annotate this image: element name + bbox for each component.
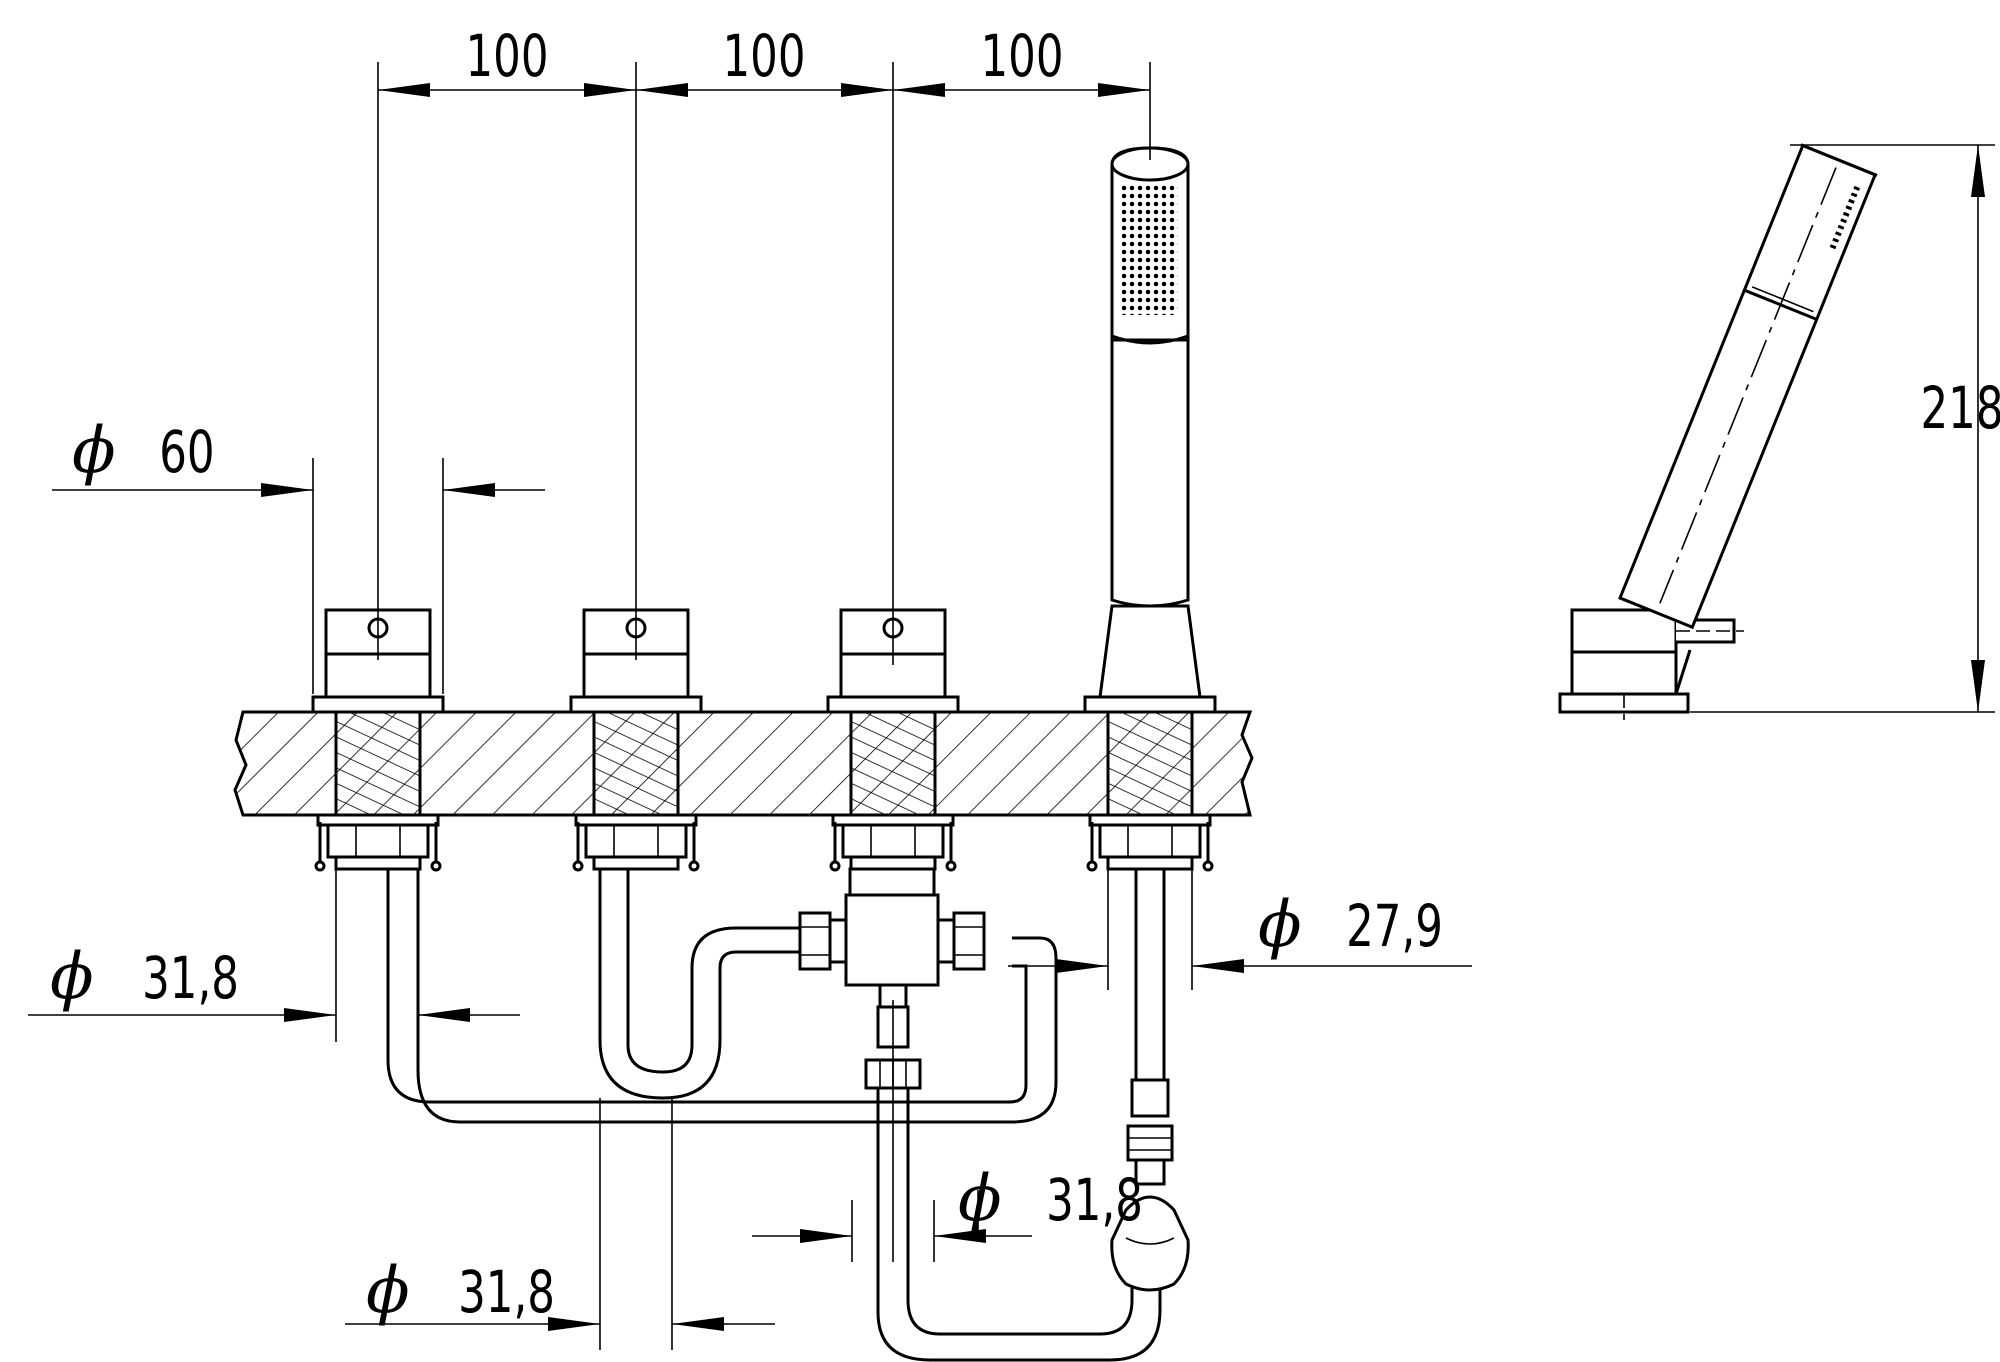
dim-label-spacing-2: 100 <box>722 23 805 91</box>
side-view <box>1558 143 1878 720</box>
diameter-symbol: ϕ <box>958 1162 1002 1236</box>
dimension-rosette-diameter: ϕ 60 <box>52 414 545 694</box>
deck-unit-4-shower-holder <box>1083 604 1217 872</box>
diameter-symbol: ϕ <box>1258 888 1302 962</box>
hand-shower-front <box>1110 146 1190 608</box>
dimension-side-height: 218 <box>1690 144 2000 713</box>
dimension-left-hose-diameter: ϕ 31,8 <box>28 869 520 1042</box>
diameter-symbol: ϕ <box>366 1254 410 1328</box>
dimension-bottom-hose-diameter: ϕ 31,8 <box>345 1098 775 1350</box>
pipework <box>386 867 1190 1362</box>
diameter-symbol: ϕ <box>72 414 116 488</box>
dim-label-mid-hose: 31,8 <box>1046 1167 1143 1235</box>
dimension-shower-hose-diameter: ϕ 27,9 <box>1008 869 1472 990</box>
dim-label-spacing-3: 100 <box>980 23 1063 91</box>
deck-unit-2 <box>569 608 703 872</box>
dimension-spacing-3: 100 <box>893 23 1150 97</box>
center-lines <box>377 62 1151 1262</box>
dim-label-left-hose: 31,8 <box>142 945 239 1013</box>
countertop-section <box>233 710 1254 817</box>
dimension-spacing-1: 100 <box>378 23 636 97</box>
dimension-spacing-2: 100 <box>636 23 893 97</box>
dim-label-side-height: 218 <box>1920 375 2000 443</box>
dim-label-spacing-1: 100 <box>465 23 548 91</box>
dim-label-bottom-hose: 31,8 <box>458 1259 555 1327</box>
dimension-mid-hose-diameter: ϕ 31,8 <box>752 1162 1143 1262</box>
diameter-symbol: ϕ <box>50 940 94 1014</box>
dim-label-rosette: 60 <box>159 419 214 487</box>
dim-label-shower-hose: 27,9 <box>1346 893 1443 961</box>
